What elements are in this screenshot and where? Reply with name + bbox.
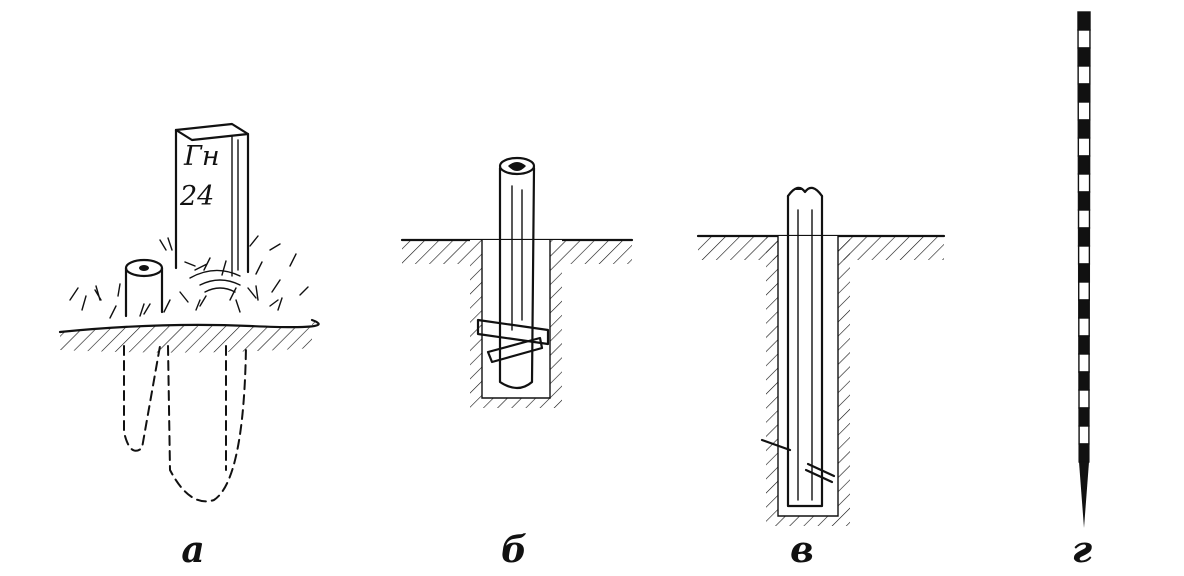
pole-stripe bbox=[1078, 281, 1090, 301]
figure-b-stake bbox=[400, 156, 634, 408]
anchor-pin-1 bbox=[760, 438, 792, 452]
pole-stripe bbox=[1077, 119, 1091, 139]
pole-stripe bbox=[1077, 47, 1091, 67]
pole-stripe bbox=[1078, 425, 1090, 445]
wooden-stake bbox=[498, 166, 536, 390]
pole-stripe bbox=[1077, 101, 1091, 121]
pole-stripe bbox=[1077, 191, 1091, 211]
figure-a-benchmark: Гн 24 bbox=[58, 122, 320, 503]
pole-stripe bbox=[1077, 155, 1091, 175]
pole-stripe bbox=[1077, 227, 1091, 247]
benchmark-label-line-2: 24 bbox=[179, 181, 214, 212]
pole-stripe bbox=[1077, 65, 1091, 85]
cross-bar bbox=[476, 318, 550, 346]
pole-stripe bbox=[1078, 407, 1090, 427]
metal-stake bbox=[786, 194, 824, 508]
buried-main-post bbox=[167, 345, 247, 503]
pole-stripe bbox=[1078, 335, 1090, 355]
caption-a: а bbox=[181, 529, 205, 571]
pole-stripe bbox=[1077, 11, 1091, 31]
caption-g: г bbox=[1071, 529, 1093, 571]
pole-stripe bbox=[1078, 443, 1090, 463]
pole-stripe bbox=[1077, 263, 1091, 283]
ground-hatch-a bbox=[60, 320, 319, 353]
figure-v-pipe bbox=[696, 186, 946, 526]
pole-stripe bbox=[1078, 371, 1090, 391]
pole-stripe bbox=[1077, 173, 1091, 193]
pole-stripe bbox=[1078, 389, 1090, 409]
pole-tip bbox=[1079, 462, 1089, 528]
caption-v: в bbox=[790, 529, 814, 571]
grass bbox=[69, 235, 309, 319]
ground-line-a bbox=[58, 318, 320, 334]
anchor-pin-2 bbox=[806, 462, 836, 478]
pole-stripe bbox=[1077, 245, 1091, 265]
buried-small-post bbox=[123, 345, 161, 452]
pole-stripe bbox=[1077, 83, 1091, 103]
pole-stripe bbox=[1078, 353, 1090, 373]
caption-b: б bbox=[501, 529, 527, 571]
pole-stripe bbox=[1078, 299, 1090, 319]
figure-g-ranging-pole bbox=[1077, 11, 1091, 528]
pole-stripe bbox=[1077, 209, 1091, 229]
pole-stripe bbox=[1077, 137, 1091, 157]
benchmark-label-line-1: Гн bbox=[183, 141, 220, 172]
pole-stripe bbox=[1078, 317, 1090, 337]
pole-stripe bbox=[1077, 29, 1091, 49]
